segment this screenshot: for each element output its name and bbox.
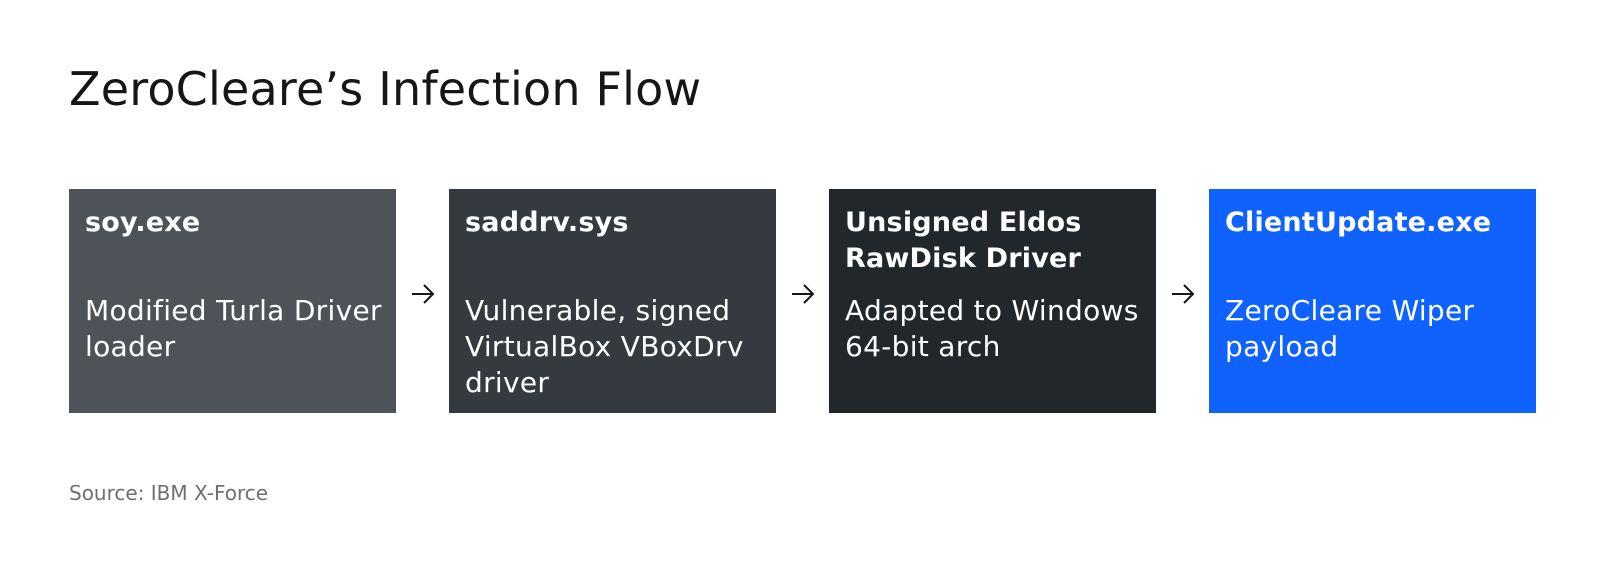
source-note: Source: IBM X-Force [69,481,269,505]
step-description: Modified Turla Driver loader [85,294,382,363]
arrow-right-icon [396,279,449,309]
flow-step-saddrv-sys: saddrv.sys Vulnerable, signed VirtualBox… [449,189,776,413]
step-name: Unsigned Eldos RawDisk Driver [845,207,1082,274]
infection-flow-diagram: soy.exe Modified Turla Driver loader sad… [69,189,1539,413]
step-description: ZeroCleare Wiper payload [1225,294,1475,363]
step-description: Vulnerable, signed VirtualBox VBoxDrv dr… [465,294,744,399]
step-description: Adapted to Windows 64-bit arch [845,294,1139,363]
step-name: ClientUpdate.exe [1225,207,1492,238]
page-title: ZeroCleare’s Infection Flow [69,62,702,116]
arrow-right-icon [1156,279,1209,309]
flow-step-eldos-rawdisk-driver: Unsigned Eldos RawDisk Driver Adapted to… [829,189,1156,413]
step-name: soy.exe [85,207,201,238]
step-name: saddrv.sys [465,207,629,238]
arrow-right-icon [776,279,829,309]
flow-step-clientupdate-exe: ClientUpdate.exe ZeroCleare Wiper payloa… [1209,189,1536,413]
flow-step-soy-exe: soy.exe Modified Turla Driver loader [69,189,396,413]
